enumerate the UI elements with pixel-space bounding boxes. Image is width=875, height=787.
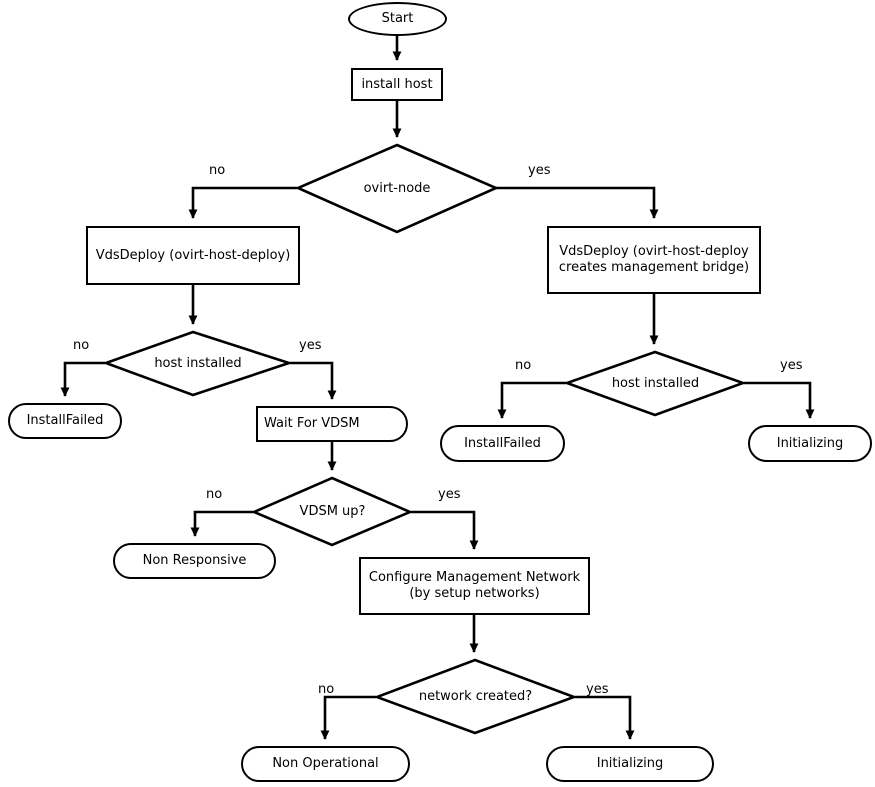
node-host-installed-left[interactable]: host installed (106, 332, 290, 395)
edge-label-host-installed-left-no: no (73, 338, 90, 353)
node-wait-for-vdsm-label: Wait For VDSM (264, 416, 360, 432)
edge-label-network-created-yes: yes (586, 682, 609, 697)
node-non-operational-label: Non Operational (272, 756, 379, 772)
node-initializing-right-label: Initializing (776, 435, 844, 451)
edge-ovirt-node-no (188, 186, 297, 219)
node-start[interactable]: Start (348, 2, 447, 36)
node-install-failed-left[interactable]: InstallFailed (8, 403, 122, 439)
node-initializing-right[interactable]: Initializing (748, 425, 872, 462)
diamond-host-installed-right (563, 350, 747, 417)
edge-label-host-installed-right-no: no (515, 358, 532, 373)
diamond-network-created (373, 658, 578, 735)
node-initializing-bottom-label: Initializing (596, 756, 664, 772)
node-non-responsive[interactable]: Non Responsive (113, 543, 276, 579)
edge-host-installed-left-no (60, 361, 105, 397)
edge-vdsm-up-no (190, 510, 253, 537)
edge-label-vdsm-up-no: no (206, 487, 223, 502)
edge-network-created-yes (575, 695, 635, 740)
node-non-operational[interactable]: Non Operational (241, 746, 410, 782)
edge-host-installed-left-yes (290, 361, 337, 400)
node-network-created-label: network created? (418, 688, 533, 704)
node-install-failed-right[interactable]: InstallFailed (440, 425, 565, 462)
node-wait-for-vdsm[interactable]: Wait For VDSM (256, 406, 408, 442)
node-host-installed-right[interactable]: host installed (567, 352, 744, 415)
node-host-installed-right-label: host installed (611, 375, 700, 391)
node-vdsm-up-label: VDSM up? (299, 503, 366, 519)
edge-label-network-created-no: no (318, 682, 335, 697)
edge-label-host-installed-left-yes: yes (299, 338, 322, 353)
node-configure-network-label: Configure Management Network (by setup n… (368, 570, 581, 601)
edge-label-ovirt-node-yes: yes (528, 163, 551, 178)
node-install-host-label: install host (361, 76, 433, 92)
node-install-host[interactable]: install host (351, 68, 443, 101)
edge-host-installed-right-yes (744, 381, 815, 419)
node-ovirt-node[interactable]: ovirt-node (298, 145, 496, 232)
diamond-host-installed-left (102, 330, 294, 397)
node-vdsdeploy-right[interactable]: VdsDeploy (ovirt-host-deploy creates man… (547, 226, 761, 294)
diamond-vdsm-up (250, 476, 414, 547)
edge-network-created-no (320, 695, 376, 740)
node-host-installed-left-label: host installed (154, 355, 242, 371)
edge-host-installed-right-no (497, 381, 566, 419)
node-initializing-bottom[interactable]: Initializing (546, 746, 714, 782)
node-network-created[interactable]: network created? (377, 660, 574, 733)
node-vdsdeploy-left[interactable]: VdsDeploy (ovirt-host-deploy) (86, 226, 300, 285)
edge-label-ovirt-node-no: no (209, 163, 226, 178)
node-install-failed-left-label: InstallFailed (26, 413, 104, 429)
edge-label-vdsm-up-yes: yes (438, 487, 461, 502)
node-ovirt-node-label: ovirt-node (363, 180, 431, 196)
edge-vdsm-up-yes (411, 510, 479, 550)
edge-ovirt-node-yes (496, 186, 659, 219)
diamond-ovirt-node (294, 143, 500, 234)
node-vdsdeploy-left-label: VdsDeploy (ovirt-host-deploy) (95, 247, 291, 263)
node-non-responsive-label: Non Responsive (142, 553, 247, 569)
node-configure-network[interactable]: Configure Management Network (by setup n… (359, 557, 590, 615)
node-install-failed-right-label: InstallFailed (464, 435, 541, 451)
node-vdsm-up[interactable]: VDSM up? (254, 478, 411, 545)
edge-label-host-installed-right-yes: yes (780, 358, 803, 373)
node-vdsdeploy-right-label: VdsDeploy (ovirt-host-deploy creates man… (558, 244, 750, 275)
node-start-label: Start (381, 11, 414, 27)
